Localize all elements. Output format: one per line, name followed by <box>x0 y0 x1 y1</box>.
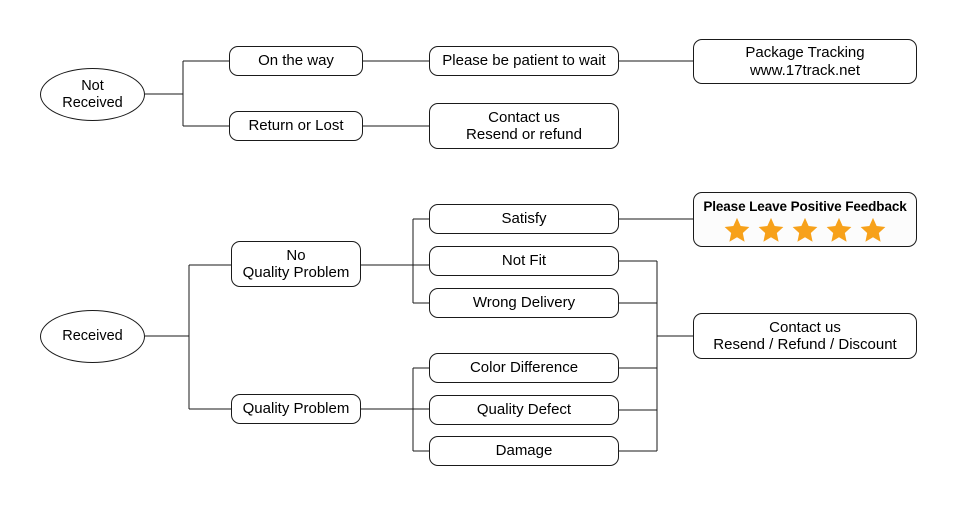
node-contact-resend-refund[interactable]: Contact us Resend or refund <box>429 103 619 149</box>
node-contact-resend-refund-discount[interactable]: Contact us Resend / Refund / Discount <box>693 313 917 359</box>
node-not-received[interactable]: Not Received <box>40 68 145 121</box>
node-damage[interactable]: Damage <box>429 436 619 466</box>
node-please-be-patient[interactable]: Please be patient to wait <box>429 46 619 76</box>
star-icon[interactable] <box>860 217 886 243</box>
star-icon[interactable] <box>826 217 852 243</box>
star-icon[interactable] <box>792 217 818 243</box>
node-no-quality-problem[interactable]: No Quality Problem <box>231 241 361 287</box>
star-rating[interactable] <box>724 217 886 243</box>
node-color-difference[interactable]: Color Difference <box>429 353 619 383</box>
node-package-tracking[interactable]: Package Tracking www.17track.net <box>693 39 917 84</box>
node-quality-problem[interactable]: Quality Problem <box>231 394 361 424</box>
node-not-fit[interactable]: Not Fit <box>429 246 619 276</box>
star-icon[interactable] <box>758 217 784 243</box>
node-wrong-delivery[interactable]: Wrong Delivery <box>429 288 619 318</box>
node-leave-positive-feedback[interactable]: Please Leave Positive Feedback <box>693 192 917 247</box>
feedback-title: Please Leave Positive Feedback <box>703 198 907 214</box>
node-satisfy[interactable]: Satisfy <box>429 204 619 234</box>
node-return-or-lost[interactable]: Return or Lost <box>229 111 363 141</box>
star-icon[interactable] <box>724 217 750 243</box>
node-on-the-way[interactable]: On the way <box>229 46 363 76</box>
node-quality-defect[interactable]: Quality Defect <box>429 395 619 425</box>
node-received[interactable]: Received <box>40 310 145 363</box>
